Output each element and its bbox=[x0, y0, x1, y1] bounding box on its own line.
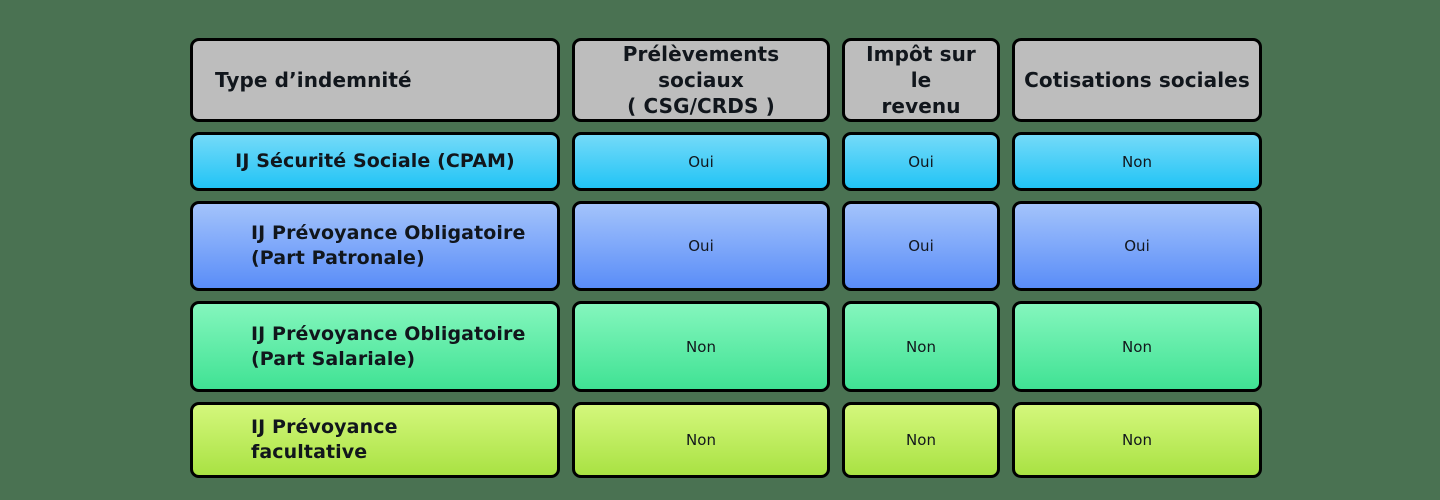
cell-value: Oui bbox=[908, 152, 934, 171]
cell-prelevements[interactable]: Oui bbox=[572, 201, 830, 292]
column-header-type-label: Type d’indemnité bbox=[215, 68, 412, 92]
table-header-row: Type d’indemnité Prélèvements sociaux( C… bbox=[190, 38, 1262, 122]
cell-value: Oui bbox=[1124, 237, 1150, 256]
cell-prelevements[interactable]: Oui bbox=[572, 132, 830, 192]
cell-prelevements[interactable]: Non bbox=[572, 401, 830, 478]
table-row: IJ Prévoyance Obligatoire(Part Patronale… bbox=[190, 201, 1262, 292]
row-label-text: IJ Prévoyance Obligatoire(Part Patronale… bbox=[251, 222, 526, 270]
cell-value: Oui bbox=[908, 237, 934, 256]
cell-cotisations[interactable]: Non bbox=[1012, 301, 1262, 392]
comparison-table: Type d’indemnité Prélèvements sociaux( C… bbox=[190, 38, 1262, 478]
cell-impot[interactable]: Non bbox=[842, 301, 1000, 392]
cell-value: Non bbox=[686, 337, 716, 356]
cell-value: Non bbox=[906, 337, 936, 356]
cell-value: Non bbox=[906, 430, 936, 449]
cell-cotisations[interactable]: Non bbox=[1012, 132, 1262, 192]
row-label-ij-securite-sociale[interactable]: IJ Sécurité Sociale (CPAM) bbox=[190, 132, 560, 192]
row-label-text: IJ Sécurité Sociale (CPAM) bbox=[235, 149, 515, 172]
cell-value: Oui bbox=[688, 237, 714, 256]
cell-value: Non bbox=[1122, 337, 1152, 356]
cell-impot[interactable]: Oui bbox=[842, 201, 1000, 292]
row-label-text: IJ Prévoyance Obligatoire(Part Salariale… bbox=[251, 322, 526, 370]
cell-value: Oui bbox=[688, 152, 714, 171]
row-label-ij-prevoyance-obligatoire-salariale[interactable]: IJ Prévoyance Obligatoire(Part Salariale… bbox=[190, 301, 560, 392]
table-row: IJ Prévoyance Obligatoire(Part Salariale… bbox=[190, 301, 1262, 392]
column-header-type: Type d’indemnité bbox=[190, 38, 560, 122]
cell-prelevements[interactable]: Non bbox=[572, 301, 830, 392]
cell-cotisations[interactable]: Oui bbox=[1012, 201, 1262, 292]
cell-cotisations[interactable]: Non bbox=[1012, 401, 1262, 478]
row-label-ij-prevoyance-obligatoire-patronale[interactable]: IJ Prévoyance Obligatoire(Part Patronale… bbox=[190, 201, 560, 292]
cell-value: Non bbox=[1122, 430, 1152, 449]
column-header-prelevements-label: Prélèvements sociaux( CSG/CRDS ) bbox=[622, 42, 780, 118]
cell-impot[interactable]: Oui bbox=[842, 132, 1000, 192]
column-header-cotisations: Cotisations sociales bbox=[1012, 38, 1262, 122]
table-row: IJ Sécurité Sociale (CPAM) Oui Oui Non bbox=[190, 132, 1262, 192]
column-header-cotisations-label: Cotisations sociales bbox=[1024, 68, 1250, 92]
cell-impot[interactable]: Non bbox=[842, 401, 1000, 478]
cell-value: Non bbox=[686, 430, 716, 449]
column-header-prelevements: Prélèvements sociaux( CSG/CRDS ) bbox=[572, 38, 830, 122]
cell-value: Non bbox=[1122, 152, 1152, 171]
